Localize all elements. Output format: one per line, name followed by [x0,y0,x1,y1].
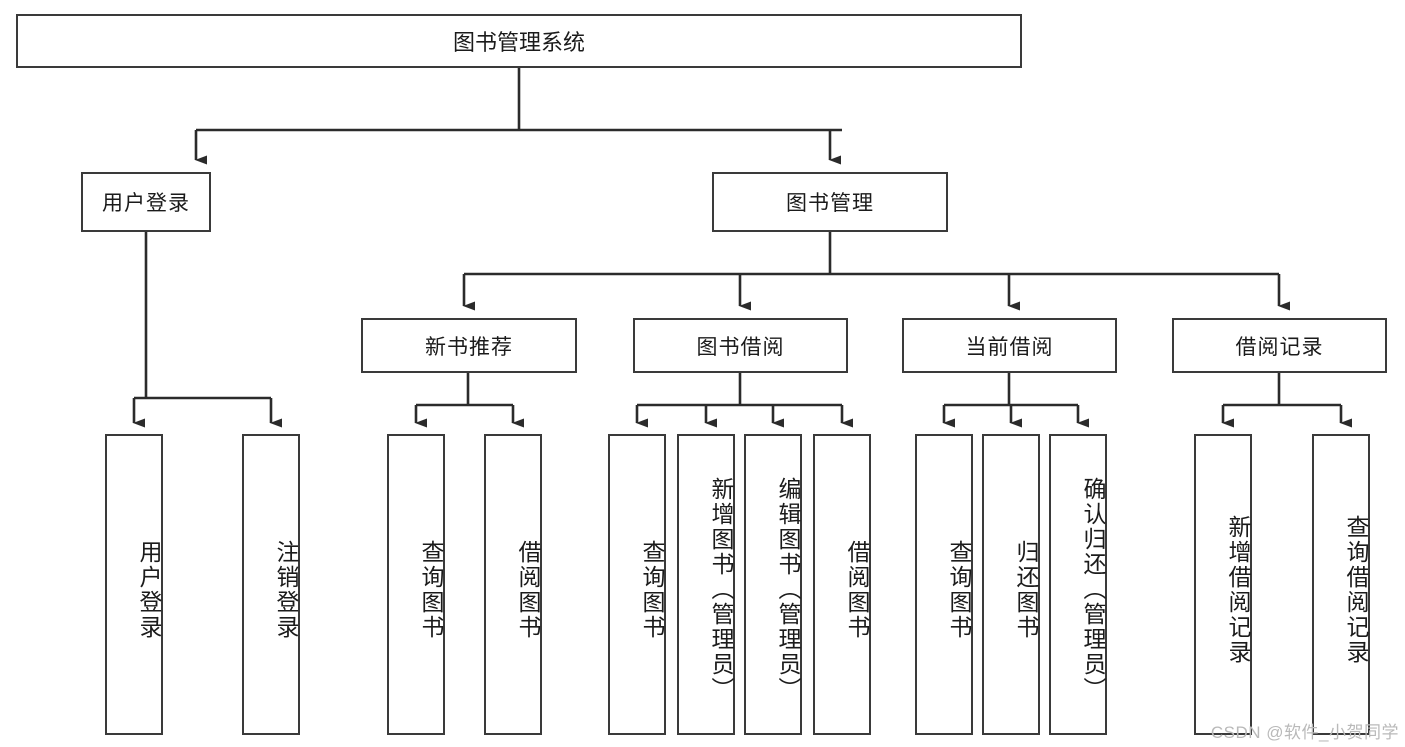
leaf-query-book-current[interactable]: 查询图书 [915,434,973,735]
node-user-login[interactable]: 用户登录 [81,172,211,232]
leaf-borrow-book-recommend[interactable]: 借阅图书 [484,434,542,735]
node-root-system[interactable]: 图书管理系统 [16,14,1022,68]
leaf-borrow-book[interactable]: 借阅图书 [813,434,871,735]
leaf-logout-login[interactable]: 注销登录 [242,434,300,735]
node-current-borrow[interactable]: 当前借阅 [902,318,1117,373]
leaf-confirm-return-admin[interactable]: 确认归还（管理员） [1049,434,1107,735]
leaf-user-login[interactable]: 用户登录 [105,434,163,735]
leaf-add-borrow-record[interactable]: 新增借阅记录 [1194,434,1252,735]
leaf-add-book-admin[interactable]: 新增图书（管理员） [677,434,735,735]
node-book-management[interactable]: 图书管理 [712,172,948,232]
node-borrow-record[interactable]: 借阅记录 [1172,318,1387,373]
leaf-query-book-recommend[interactable]: 查询图书 [387,434,445,735]
node-book-borrow[interactable]: 图书借阅 [633,318,848,373]
leaf-edit-book-admin[interactable]: 编辑图书（管理员） [744,434,802,735]
leaf-return-book[interactable]: 归还图书 [982,434,1040,735]
node-new-book-recommend[interactable]: 新书推荐 [361,318,577,373]
watermark: CSDN @软件_小贺同学 [1210,723,1399,742]
leaf-query-borrow-record[interactable]: 查询借阅记录 [1312,434,1370,735]
leaf-query-book-borrow[interactable]: 查询图书 [608,434,666,735]
